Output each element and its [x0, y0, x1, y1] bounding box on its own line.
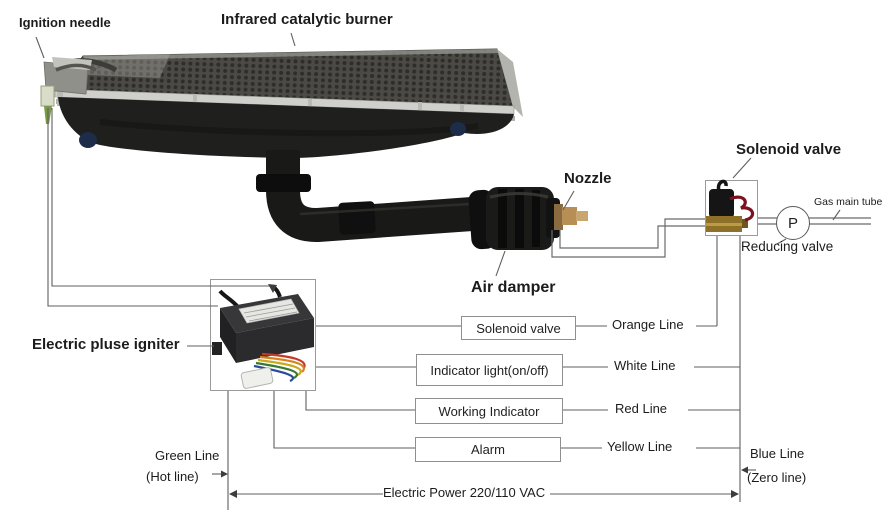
- red-line-label: Red Line: [615, 401, 668, 416]
- indicator-light-box: Indicator light(on/off): [416, 354, 563, 386]
- solenoid-valve-photo: [706, 179, 755, 232]
- alarm-box: Alarm: [415, 437, 561, 462]
- arrow-to-igniter: [268, 284, 277, 293]
- working-indicator-box: Working Indicator: [415, 398, 563, 424]
- reducing-valve-label: Reducing valve: [741, 239, 834, 254]
- arrow-zero-tick: [741, 466, 748, 474]
- solenoid-wires: [729, 195, 755, 222]
- igniter-label-sticker: [238, 298, 300, 324]
- gas-pipe-photo: [256, 150, 502, 242]
- ignition-needle-label: Ignition needle: [19, 15, 111, 30]
- reducing-valve-symbol: P: [776, 206, 810, 240]
- burner-foot: [450, 122, 466, 136]
- burner-label: Infrared catalytic burner: [221, 11, 393, 28]
- wiring-lines: [35, 32, 841, 510]
- igniter-label: Electric pluse igniter: [32, 336, 180, 353]
- burner-foot: [79, 132, 97, 148]
- burner-right-bracket: [497, 49, 523, 117]
- pipe-coupling: [338, 201, 376, 235]
- burner-photo: [54, 48, 523, 158]
- white-line-label: White Line: [614, 358, 676, 373]
- electric-power-label: Electric Power 220/110 VAC: [383, 485, 546, 500]
- arrow-power-left: [229, 490, 237, 498]
- solenoid-valve-box: Solenoid valve: [461, 316, 576, 340]
- igniter-photo: [212, 285, 314, 389]
- ignition-needle-photo: [40, 57, 97, 124]
- ignition-wire-a: [51, 108, 270, 287]
- igniter-electrode-left: [218, 289, 240, 309]
- pipe-coupling: [256, 174, 311, 192]
- blue-line-label: Blue Line: [750, 446, 805, 461]
- igniter-frame: [210, 279, 316, 391]
- nozzle-label: Nozzle: [564, 170, 612, 187]
- green-line-label: Green Line: [155, 448, 220, 463]
- arrow-hot-tick: [221, 470, 228, 478]
- hot-line-label: (Hot line): [146, 469, 199, 484]
- igniter-connector: [240, 367, 274, 389]
- solenoid-valve-label: Solenoid valve: [736, 141, 842, 158]
- zero-line-label: (Zero line): [747, 470, 807, 485]
- ignition-wire-b: [47, 108, 218, 307]
- gas-duct-lines: [551, 217, 871, 258]
- air-damper-photo: [468, 187, 560, 250]
- gas-main-tube-label: Gas main tube: [814, 196, 883, 208]
- nozzle-photo: [554, 204, 588, 230]
- orange-line-label: Orange Line: [612, 317, 684, 332]
- burner-body: [58, 97, 514, 158]
- arrowheads: [221, 284, 748, 498]
- arrow-power-right: [731, 490, 739, 498]
- air-damper-label: Air damper: [471, 279, 556, 296]
- yellow-line-label: Yellow Line: [607, 439, 673, 454]
